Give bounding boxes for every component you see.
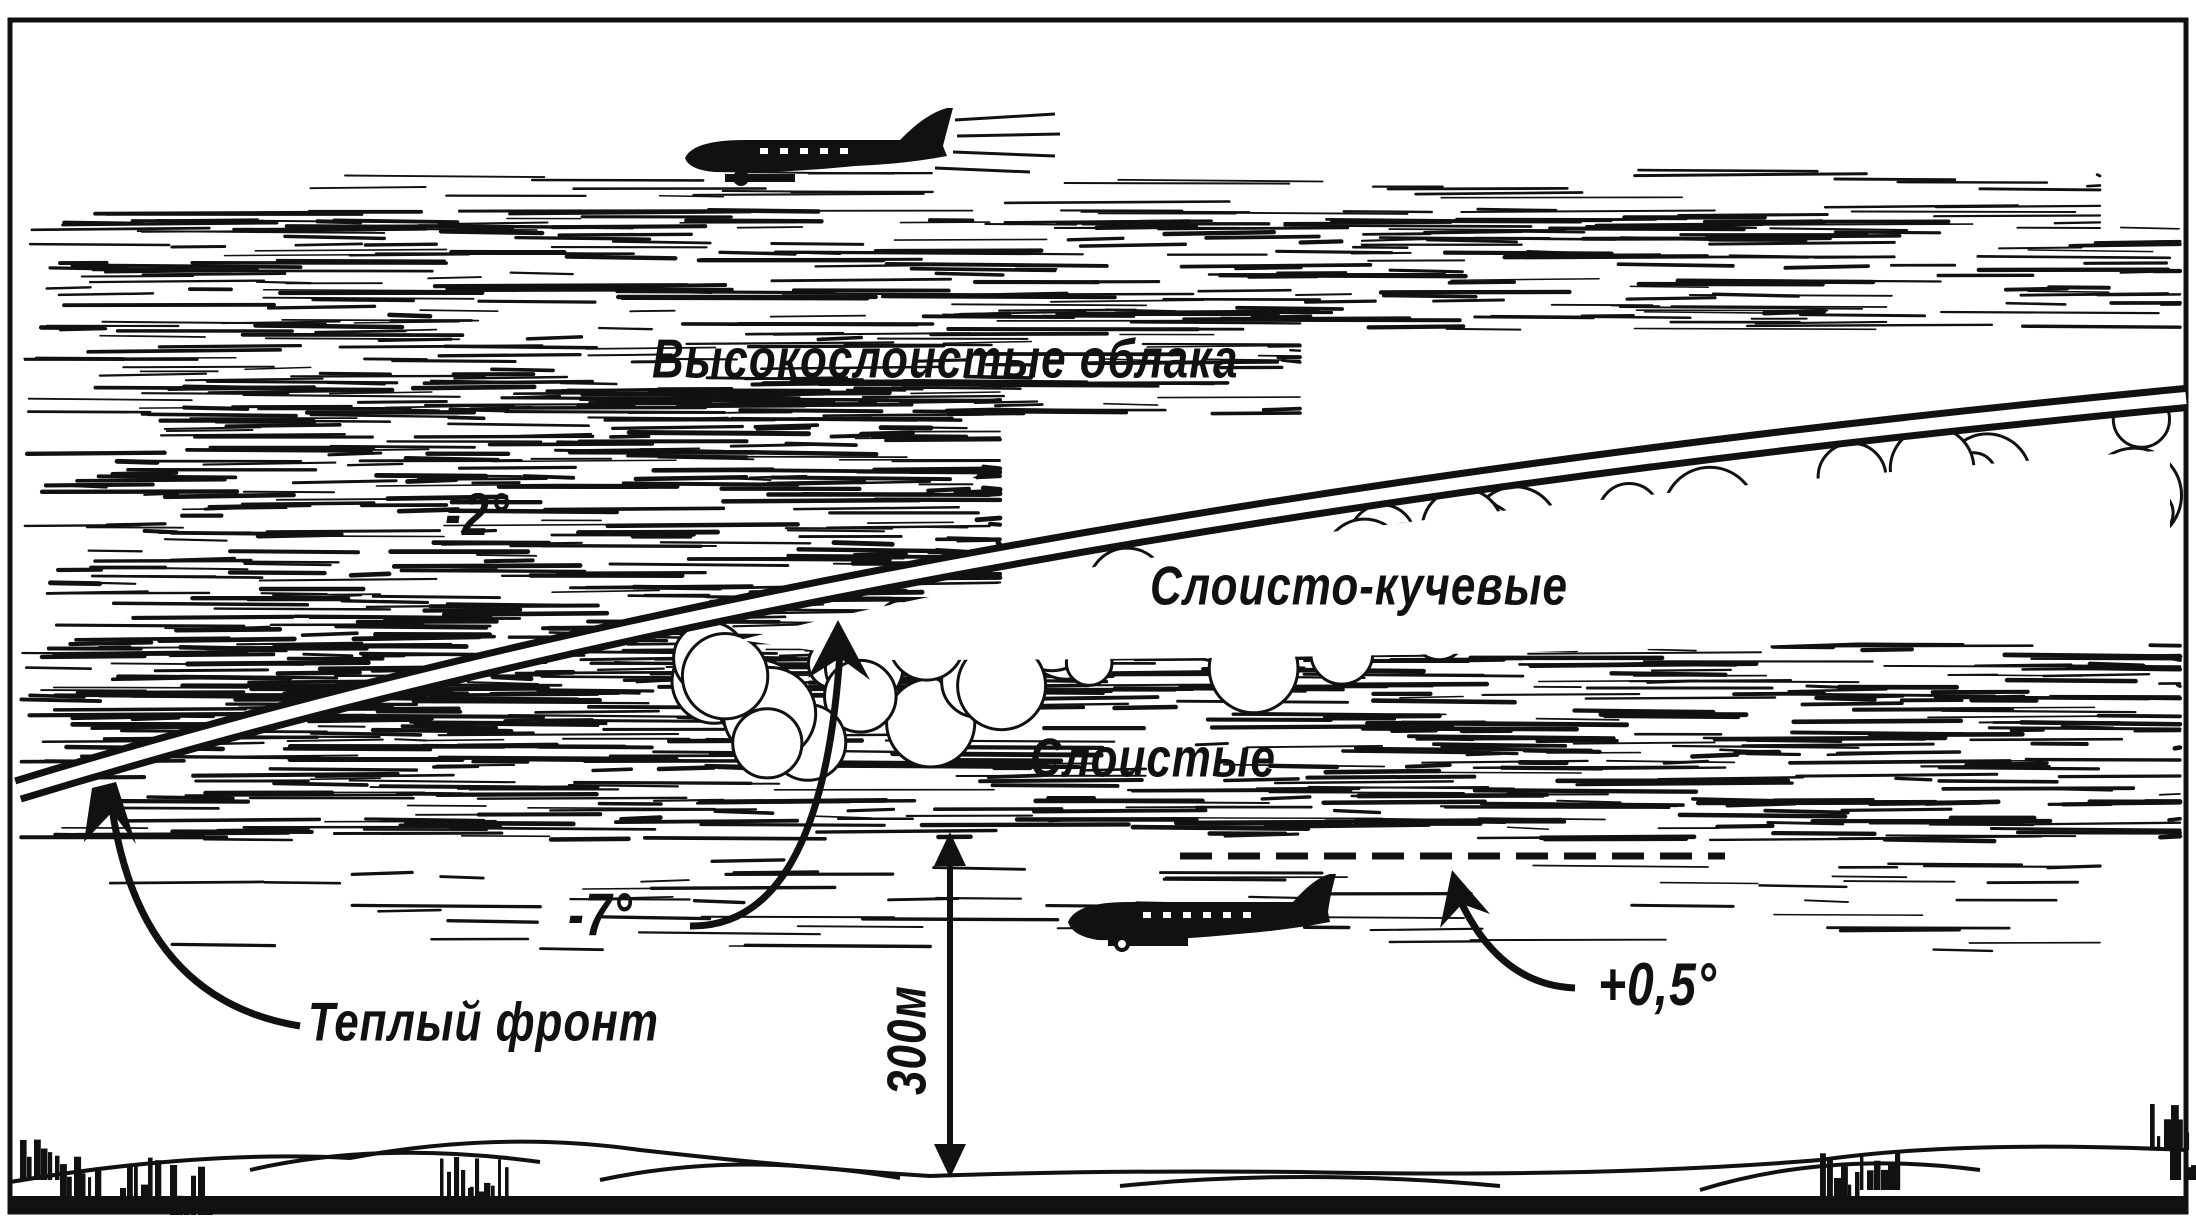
altitude-arrow	[934, 832, 966, 1178]
ground-strip	[10, 1196, 2186, 1212]
altostratus-label: Высокослоистые облака	[652, 328, 1239, 390]
stratocumulus-label: Слоисто-кучевые	[1150, 555, 1568, 617]
ground-vegetation	[20, 1104, 2196, 1215]
altostratus-cloud-layer	[23, 207, 2183, 702]
stratocumulus-cloud	[670, 389, 2183, 782]
artist-signature: FC	[2118, 1155, 2160, 1188]
ground-hills	[9, 1139, 2187, 1192]
upper-airplane-icon	[685, 108, 1061, 186]
front-temp-arrowhead	[808, 620, 870, 680]
lower-temp-arrowhead	[1440, 870, 1490, 928]
front-temperature-label: -7°	[568, 882, 633, 949]
warm-front-label: Теплый фронт	[308, 991, 659, 1053]
upper-temperature-label: -2°	[445, 482, 510, 549]
lower-temperature-label: +0,5°	[1598, 952, 1717, 1019]
warm-front-arrowhead	[84, 782, 136, 844]
lower-temp-arrow	[1456, 898, 1576, 992]
lower-airplane-icon	[1068, 874, 1336, 952]
front-temp-arrow	[689, 651, 844, 930]
altitude-label: 300м	[876, 979, 940, 1101]
warm-front-arrow	[108, 807, 301, 1030]
stratus-label: Слоистые	[1030, 727, 1276, 789]
warm-front-line	[14, 385, 2188, 803]
